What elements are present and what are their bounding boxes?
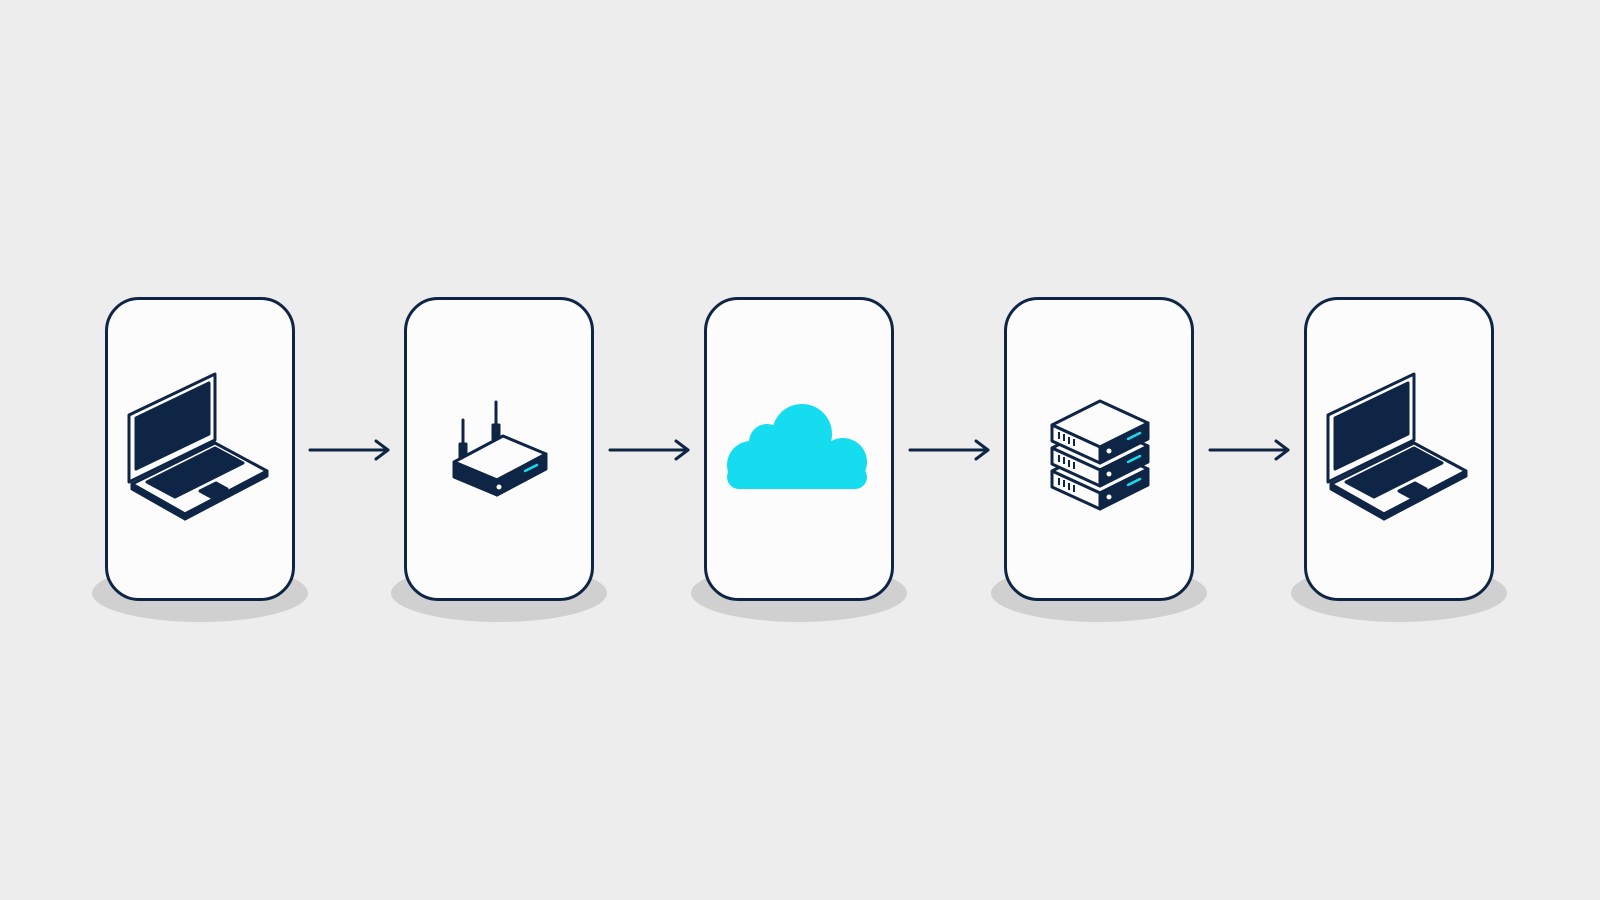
router-icon: [404, 297, 594, 601]
cloud-icon: [704, 297, 894, 601]
node-server: [991, 297, 1207, 622]
node-laptop-destination: [1291, 297, 1507, 622]
laptop-icon: [1304, 297, 1494, 601]
arrow-connector: [906, 436, 994, 464]
node-card: [1004, 297, 1194, 601]
laptop-icon: [105, 297, 295, 601]
arrow-connector: [606, 436, 694, 464]
arrow-connector: [1206, 436, 1294, 464]
node-cloud: [691, 297, 907, 622]
arrow-connector: [306, 436, 394, 464]
node-router: [391, 297, 607, 622]
node-laptop-source: [92, 297, 308, 622]
server-rack-icon: [1004, 297, 1194, 601]
